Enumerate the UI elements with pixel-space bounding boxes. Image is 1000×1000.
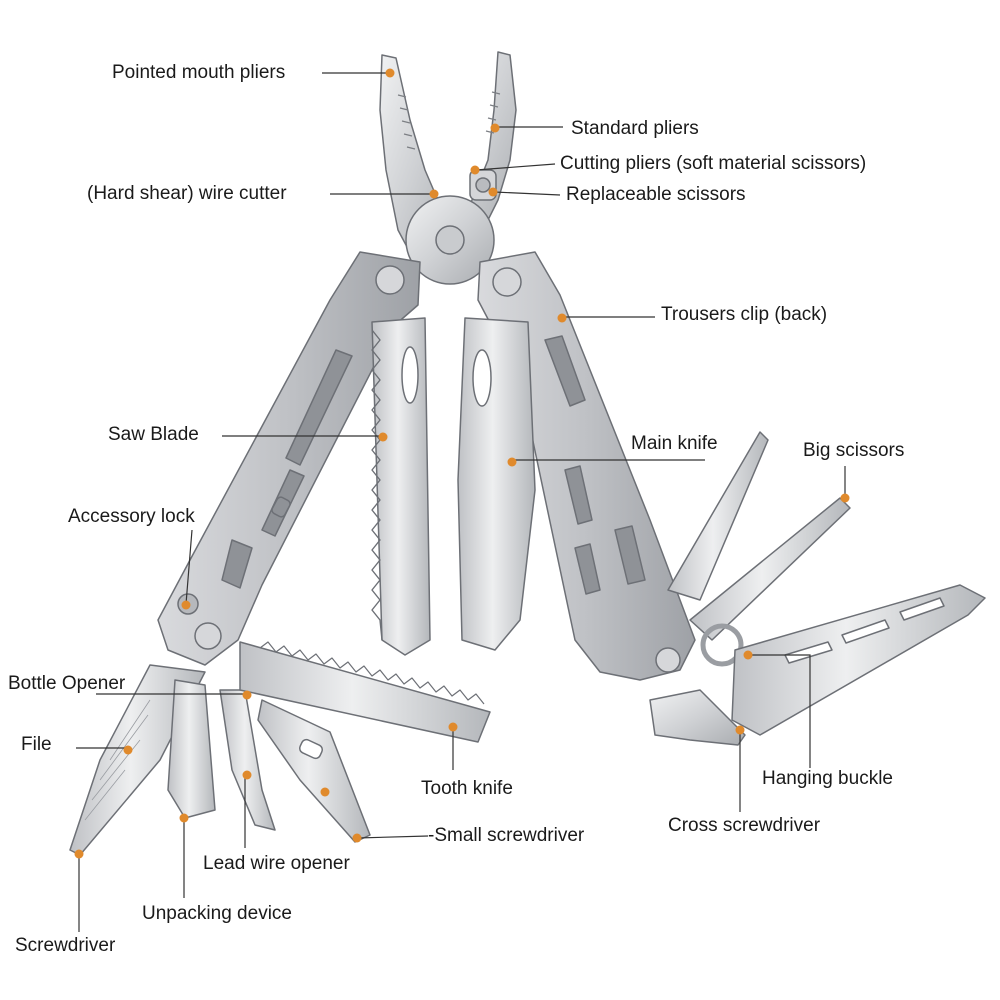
jaw-serrations — [397, 91, 501, 150]
marker-bottle-opener — [242, 690, 252, 700]
marker-cutting-pliers — [470, 165, 480, 175]
label-hanging-buckle: Hanging buckle — [762, 768, 893, 789]
label-wire-cutter: (Hard shear) wire cutter — [87, 183, 287, 204]
left-handle-rivet-bottom — [194, 622, 222, 650]
unpacking-device-shape — [167, 679, 216, 819]
marker-big-scissors — [840, 493, 850, 503]
leader-hanging-buckle — [748, 654, 811, 768]
marker-wire-cutter — [429, 189, 439, 199]
marker-tooth-knife — [448, 722, 458, 732]
cross-screwdriver-shape — [649, 689, 746, 746]
label-tooth-knife: Tooth knife — [421, 778, 513, 799]
leader-replaceable-scissors — [493, 191, 561, 196]
saw-teeth — [371, 329, 383, 641]
marker-small-tool-mid — [320, 787, 330, 797]
left-handle-rivet-top — [375, 265, 405, 295]
saw-blade-thumb-hole — [401, 346, 419, 404]
label-cross-screwdriver: Cross screwdriver — [668, 815, 821, 836]
label-pointed-mouth-pliers: Pointed mouth pliers — [112, 62, 286, 83]
label-replaceable-scissors: Replaceable scissors — [566, 184, 746, 205]
big-scissors-upper — [667, 431, 769, 601]
pivot-center — [435, 225, 465, 255]
scissors-screw — [475, 177, 491, 193]
marker-screwdriver — [74, 849, 84, 859]
tool-body — [69, 51, 986, 856]
marker-unpacking-device — [179, 813, 189, 823]
marker-hanging-buckle — [743, 650, 753, 660]
label-accessory-lock: Accessory lock — [68, 506, 195, 527]
bottle-opener-notch — [298, 738, 324, 760]
marker-lead-wire-opener — [242, 770, 252, 780]
label-bottle-opener: Bottle Opener — [8, 673, 126, 694]
right-handle-cutouts — [544, 335, 646, 595]
main-knife-thumb-hole — [472, 349, 492, 407]
marker-cross-screwdriver — [735, 725, 745, 735]
label-saw-blade: Saw Blade — [108, 424, 199, 445]
tooth-knife-teeth — [259, 641, 485, 705]
marker-replaceable-scissors — [488, 187, 498, 197]
clip-arm-slots — [784, 597, 945, 664]
label-screwdriver: Screwdriver — [15, 935, 116, 956]
label-lead-wire-opener: Lead wire opener — [203, 853, 350, 874]
label-cutting-pliers: Cutting pliers (soft material scissors) — [560, 153, 867, 174]
leader-small-screwdriver — [356, 835, 429, 839]
leader-lines — [76, 72, 846, 932]
label-big-scissors: Big scissors — [803, 440, 905, 461]
marker-saw-blade — [378, 432, 388, 442]
marker-standard-pliers — [490, 123, 500, 133]
marker-small-screwdriver — [352, 833, 362, 843]
tooth-knife-shape — [239, 641, 491, 743]
marker-trousers-clip — [557, 313, 567, 323]
marker-file — [123, 745, 133, 755]
right-handle-rivet-bottom — [655, 647, 681, 673]
label-main-knife: Main knife — [631, 433, 718, 454]
label-file: File — [21, 734, 52, 755]
leader-cutting-pliers — [475, 163, 556, 171]
hanging-buckle-ring — [700, 623, 744, 667]
clip-arm — [731, 584, 986, 736]
marker-pointed-mouth-pliers — [385, 68, 395, 78]
label-unpacking-device: Unpacking device — [142, 903, 292, 924]
marker-main-knife — [507, 457, 517, 467]
small-screwdriver-shape — [257, 699, 371, 843]
label-trousers-clip: Trousers clip (back) — [661, 304, 828, 325]
saw-blade-shape — [371, 317, 431, 656]
leader-accessory-lock — [185, 529, 193, 605]
label-small-screwdriver: -Small screwdriver — [428, 825, 585, 846]
main-knife-shape — [457, 317, 536, 651]
right-handle-rivet-top — [492, 267, 522, 297]
marker-accessory-lock — [181, 600, 191, 610]
callout-markers — [74, 68, 850, 859]
label-standard-pliers: Standard pliers — [571, 118, 699, 139]
